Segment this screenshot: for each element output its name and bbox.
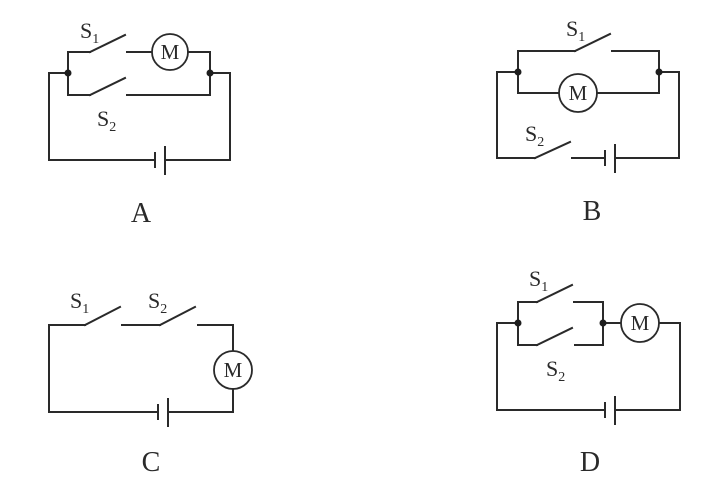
- junction-dot: [514, 319, 522, 327]
- wire: [164, 72, 231, 161]
- switch-s1-lever: [83, 305, 122, 327]
- option-label-b: B: [583, 196, 602, 227]
- wire: [48, 72, 156, 161]
- wire: [126, 72, 211, 96]
- motor-icon: M: [558, 73, 598, 113]
- circuit-b: M S1 S2 B: [496, 16, 680, 227]
- wire: [611, 50, 660, 73]
- battery-icon: [154, 146, 166, 175]
- wire: [197, 324, 234, 352]
- circuit-d: M S1 S2 D: [496, 266, 681, 478]
- wire: [67, 51, 91, 74]
- switch-s2-label: S2: [546, 356, 565, 385]
- option-label-d: D: [580, 447, 600, 478]
- wire: [496, 71, 536, 159]
- wire: [573, 301, 604, 324]
- switch-s1-label: S1: [80, 18, 99, 47]
- battery-icon: [604, 396, 616, 425]
- wire: [48, 324, 158, 413]
- wire: [496, 322, 606, 411]
- motor-icon: M: [213, 350, 253, 390]
- motor-label: M: [569, 81, 588, 105]
- motor-label: M: [631, 311, 650, 335]
- junction-dot: [599, 319, 607, 327]
- wire: [187, 51, 211, 74]
- switch-s1-label: S1: [70, 288, 89, 317]
- wire: [517, 301, 538, 324]
- junction-dot: [655, 68, 663, 76]
- switch-s2-label: S2: [525, 121, 544, 150]
- switch-s2-label: S2: [97, 106, 116, 135]
- motor-icon: M: [620, 303, 660, 343]
- switch-s2-lever: [533, 140, 572, 160]
- wire: [614, 322, 681, 411]
- wire: [517, 322, 538, 346]
- switch-s1-label: S1: [529, 266, 548, 295]
- junction-dot: [514, 68, 522, 76]
- junction-dot: [206, 69, 214, 77]
- switch-s1-lever: [88, 33, 127, 54]
- motor-label: M: [224, 358, 243, 382]
- wire: [167, 388, 234, 413]
- junction-dot: [64, 69, 72, 77]
- switch-s2-lever: [158, 305, 197, 327]
- wire: [517, 71, 560, 94]
- option-label-c: C: [142, 447, 161, 478]
- circuit-c: M S1 S2 C: [48, 288, 253, 478]
- option-label-a: A: [131, 198, 152, 229]
- wire: [596, 71, 660, 94]
- motor-icon: M: [151, 33, 189, 71]
- wire: [517, 50, 576, 73]
- switch-s2-lever: [88, 76, 127, 97]
- circuit-a: M S1 S2 A: [48, 18, 231, 229]
- switch-s2-lever: [535, 326, 574, 347]
- battery-icon: [157, 398, 169, 427]
- battery-icon: [604, 144, 616, 173]
- switch-s2-label: S2: [148, 288, 167, 317]
- wire: [574, 322, 604, 346]
- switch-s1-label: S1: [566, 16, 585, 45]
- wire: [67, 72, 91, 96]
- motor-label: M: [161, 40, 180, 64]
- switch-s1-lever: [573, 32, 612, 53]
- wire: [614, 71, 680, 159]
- switch-s1-lever: [535, 283, 574, 304]
